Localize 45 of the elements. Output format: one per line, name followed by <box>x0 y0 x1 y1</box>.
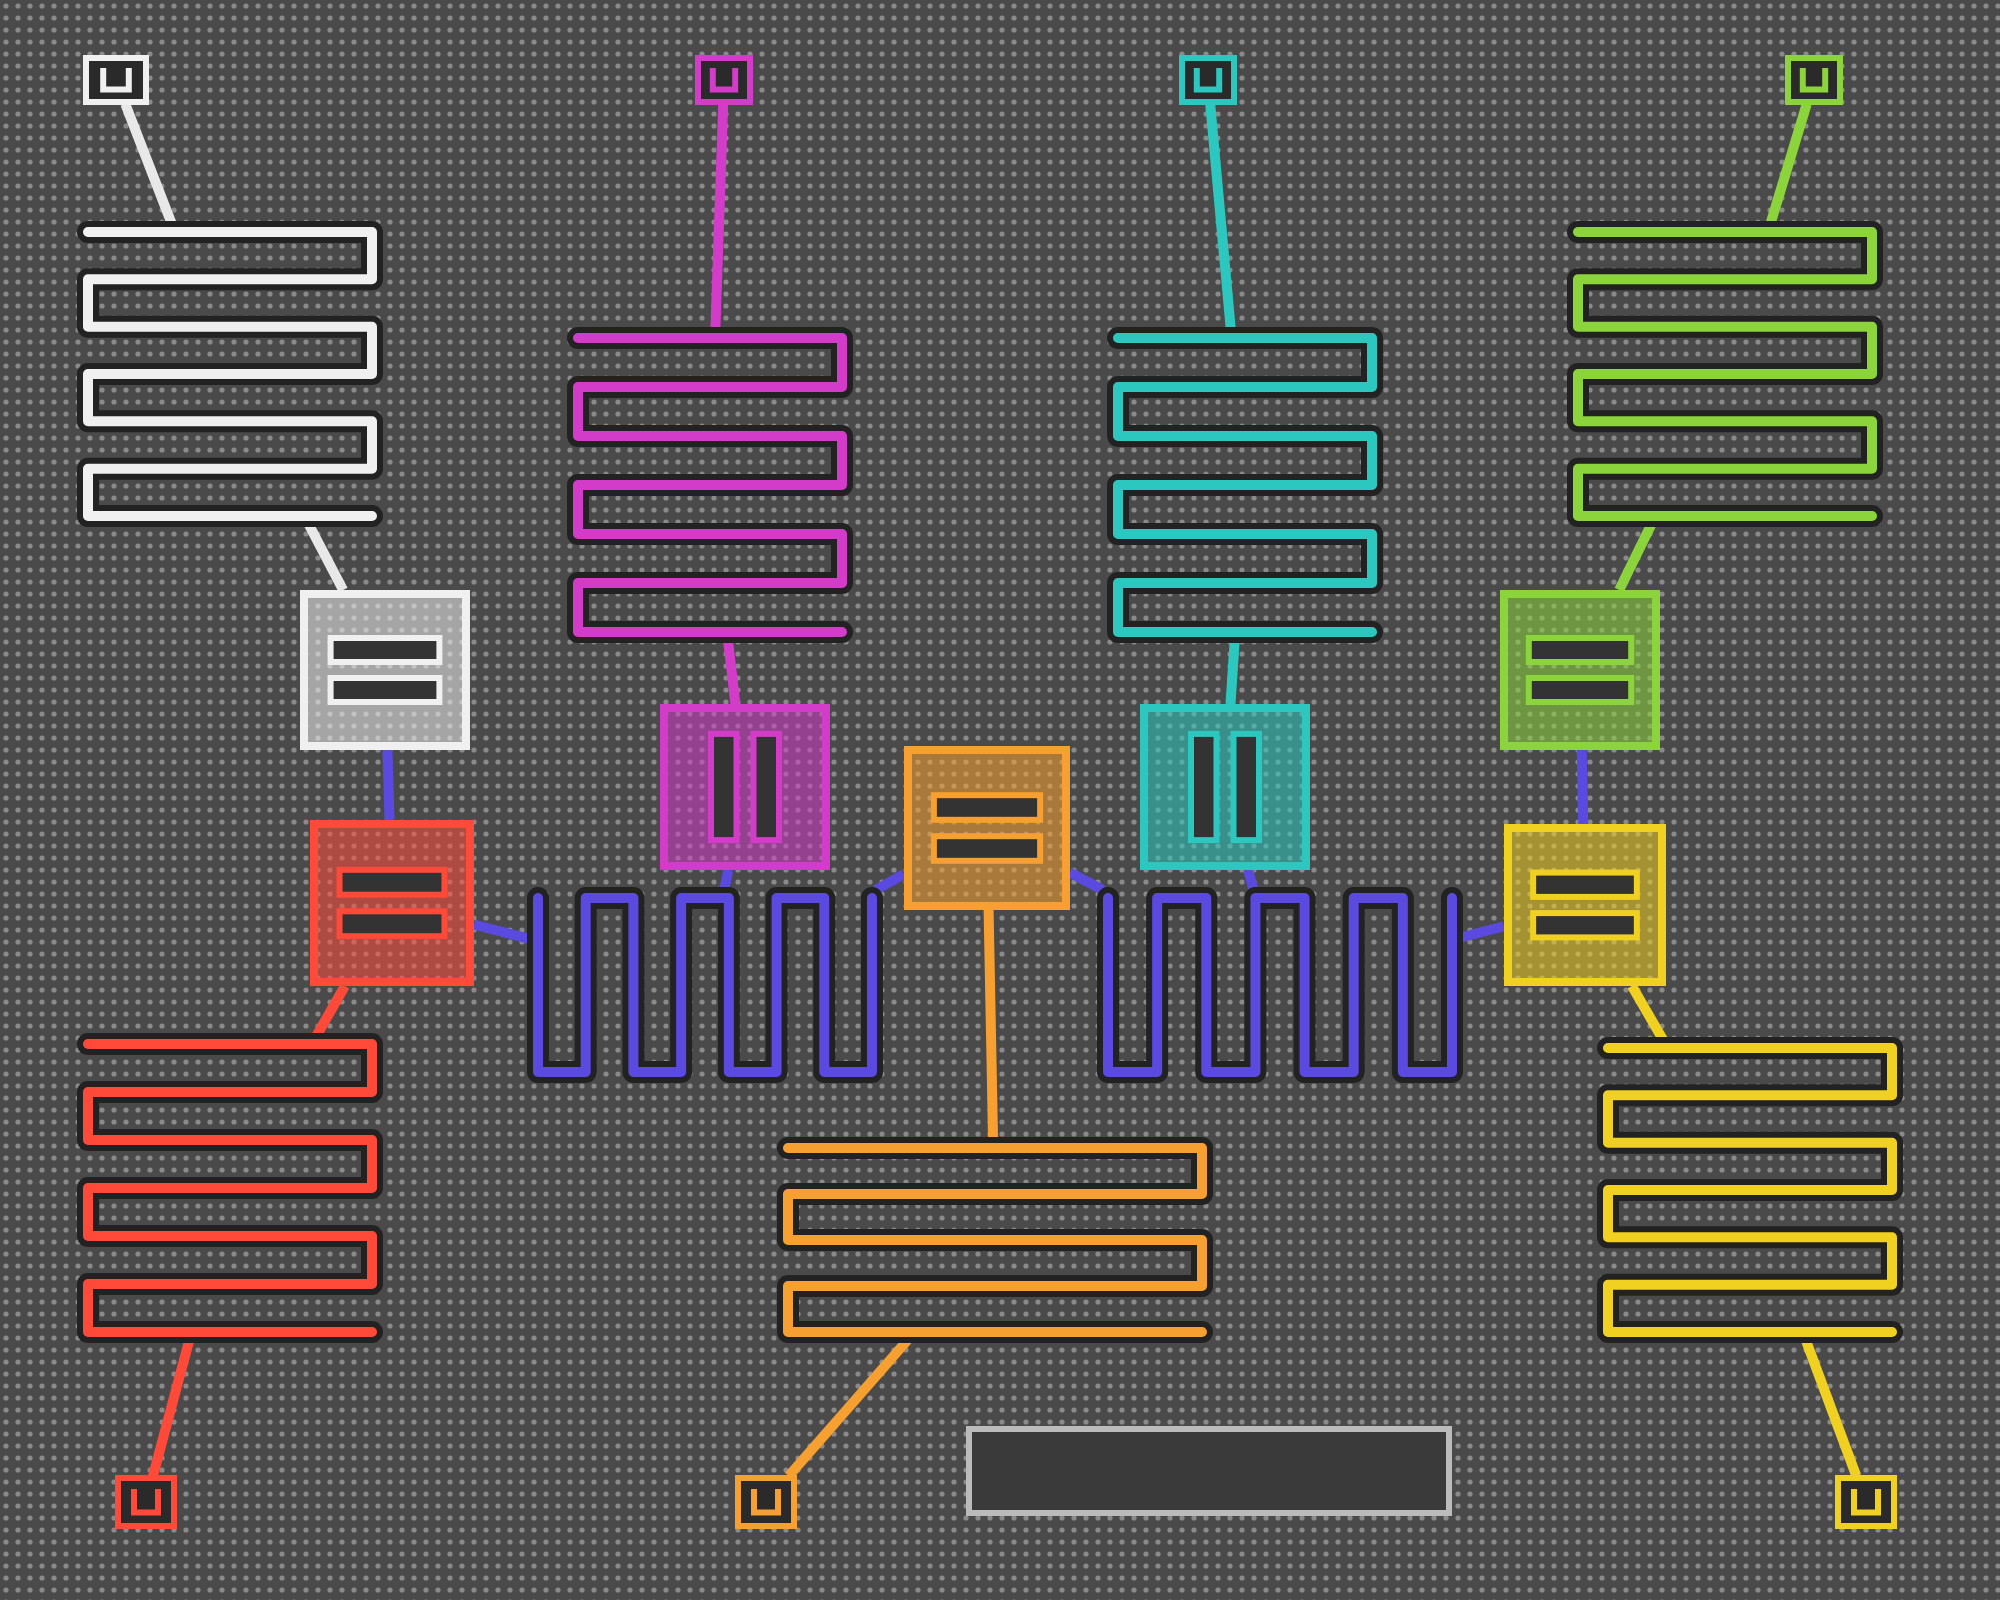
bond-pad <box>84 56 148 104</box>
wire <box>1576 749 1589 825</box>
wire <box>1458 921 1506 943</box>
meander-resonator <box>80 1036 380 1340</box>
wire <box>1765 102 1812 226</box>
wire <box>148 1338 195 1478</box>
bond-pad <box>1786 56 1842 104</box>
meander-resonator <box>780 1140 1210 1340</box>
qubit-square <box>1140 704 1310 870</box>
wire <box>312 983 350 1039</box>
meander-resonator <box>1110 330 1380 640</box>
wire <box>1243 868 1259 892</box>
wire <box>1801 1338 1861 1478</box>
wire <box>304 521 348 593</box>
qubit-square <box>660 704 830 870</box>
wire <box>472 919 532 944</box>
bond-pad <box>736 1476 796 1528</box>
wire <box>1614 521 1656 593</box>
wire <box>873 869 907 895</box>
meander-resonator <box>1100 890 1460 1080</box>
qubit-square <box>1504 824 1666 986</box>
wire <box>719 869 734 891</box>
qubit-square <box>310 820 474 986</box>
meander-resonator <box>530 890 880 1080</box>
wire <box>1627 983 1668 1043</box>
wire <box>710 103 729 331</box>
bond-pad <box>116 1476 176 1528</box>
wire <box>120 102 177 226</box>
qubit-square <box>1500 590 1660 750</box>
wire <box>983 909 999 1141</box>
wire <box>1225 639 1240 705</box>
meander-resonator <box>80 224 380 524</box>
qubit-square <box>904 746 1070 910</box>
label-plate <box>966 1426 1452 1516</box>
wire <box>1205 103 1236 331</box>
wire <box>1067 868 1106 895</box>
wire <box>382 749 395 821</box>
bond-pad <box>1180 56 1236 104</box>
qubit-square <box>300 590 470 750</box>
meander-resonator <box>1570 224 1880 524</box>
meander-resonator <box>1600 1040 1900 1340</box>
wire <box>723 639 741 705</box>
meander-resonator <box>570 330 850 640</box>
bond-pad <box>1836 1476 1896 1528</box>
bond-pad <box>696 56 752 104</box>
